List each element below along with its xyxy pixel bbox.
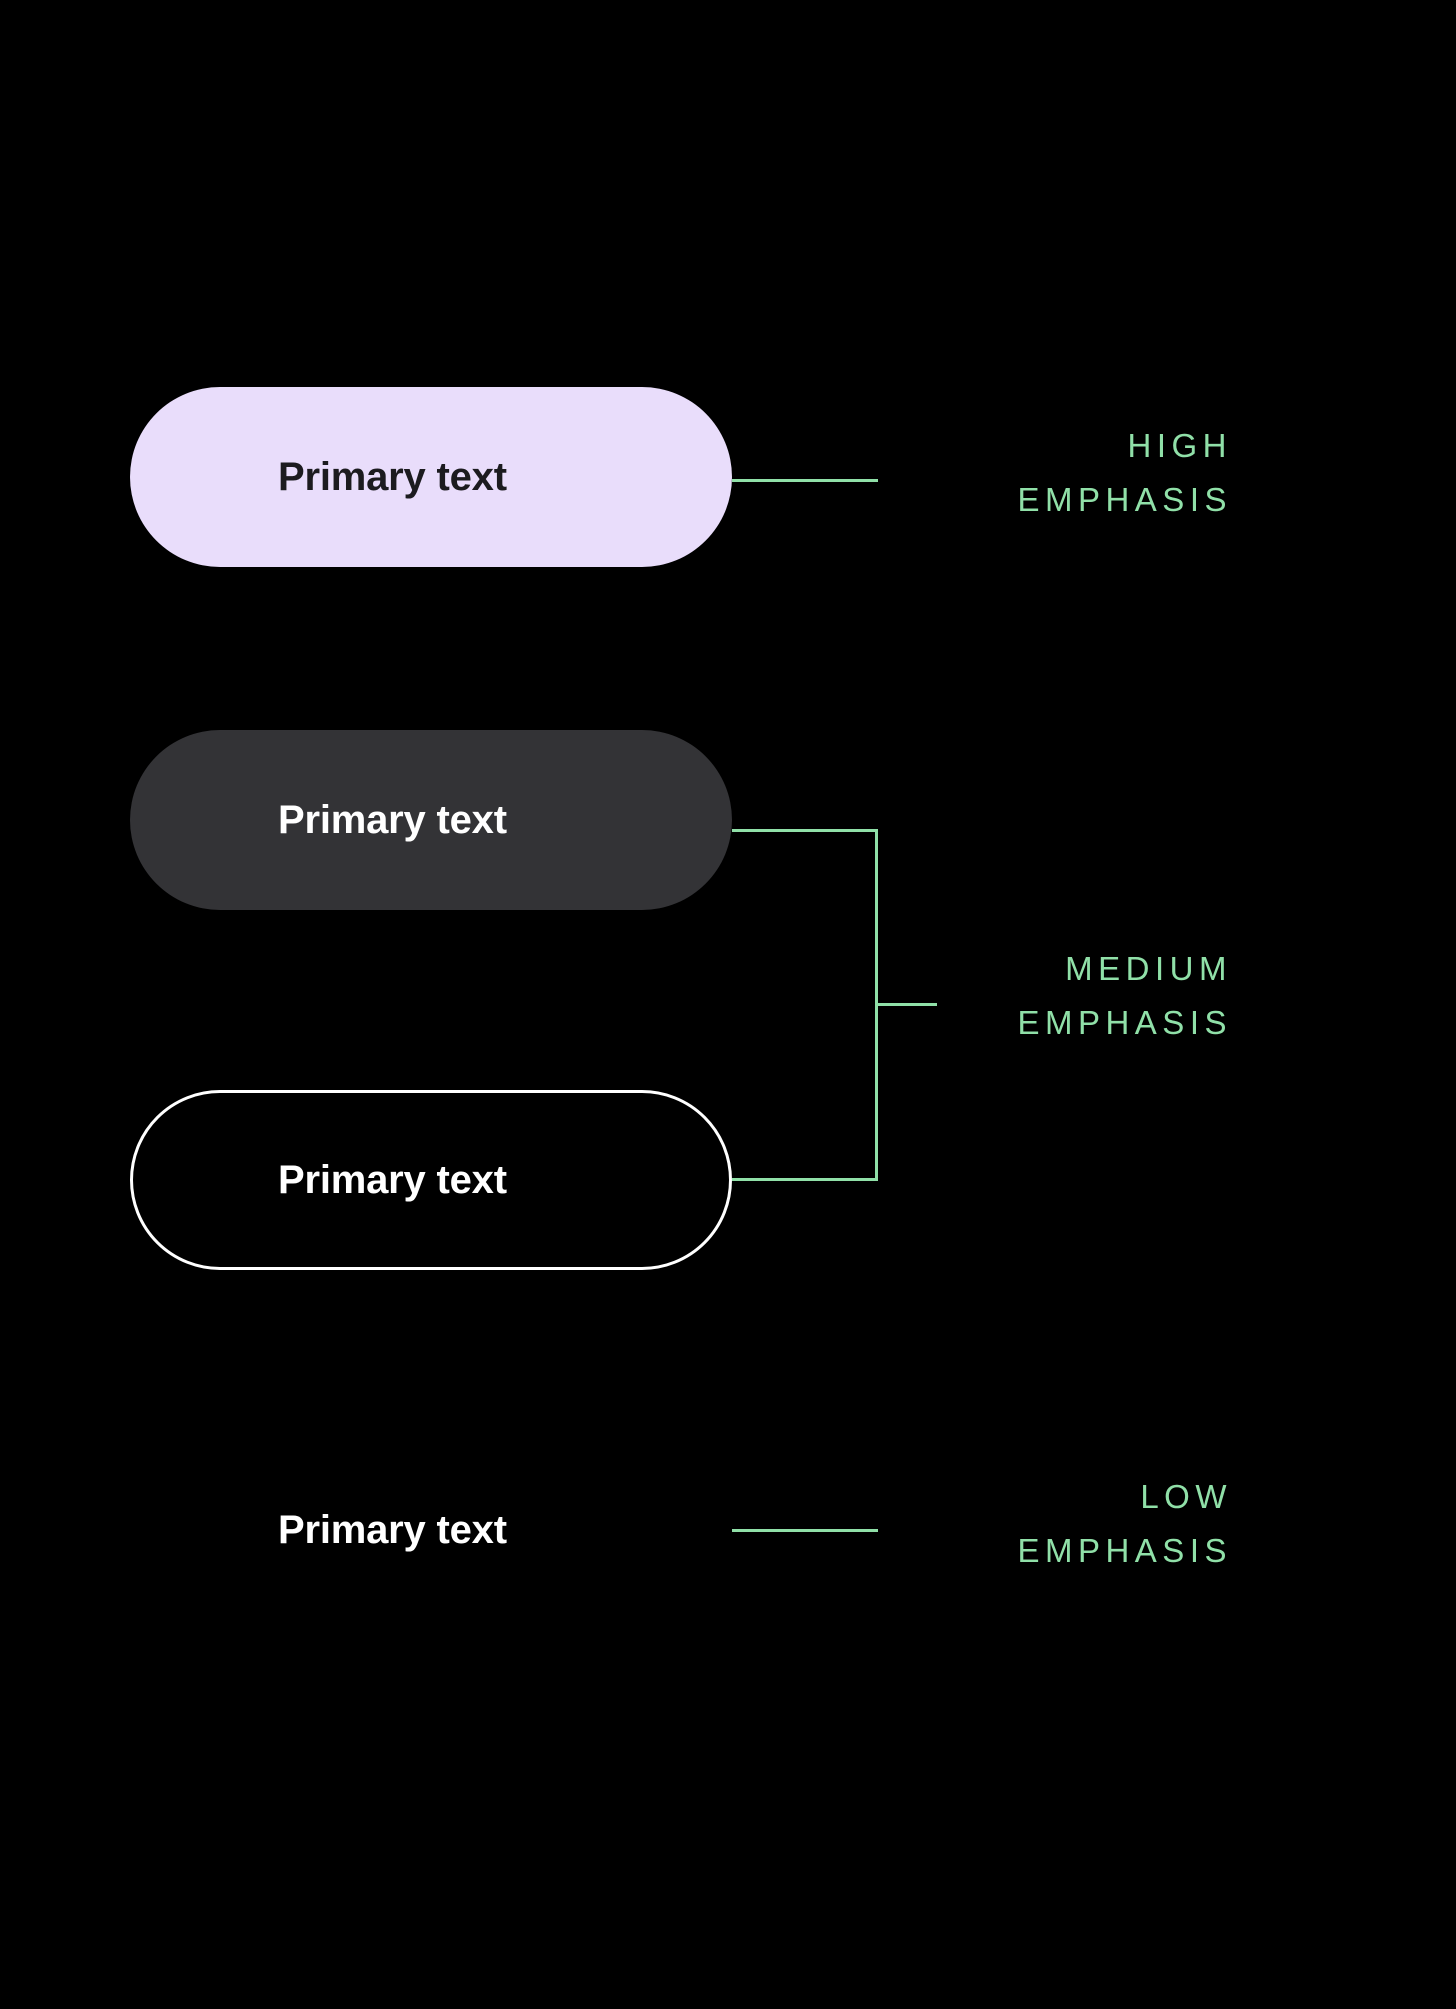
annotation-high-emphasis-line1: HIGH (1127, 427, 1232, 464)
connector-line-low-emphasis (732, 1529, 878, 1532)
button-label: Primary text (278, 454, 507, 499)
annotation-low-emphasis: LOW EMPHASIS (1017, 1470, 1232, 1579)
annotation-medium-emphasis-line1: MEDIUM (1065, 950, 1232, 987)
connector-line-medium-top (732, 829, 878, 832)
button-filled-high-emphasis[interactable]: Primary text (130, 387, 732, 567)
connector-line-high-emphasis (732, 479, 878, 482)
button-text-low-emphasis[interactable]: Primary text (130, 1440, 732, 1620)
annotation-high-emphasis-line2: EMPHASIS (1017, 481, 1232, 519)
button-tonal-medium-emphasis[interactable]: Primary text (130, 730, 732, 910)
annotation-medium-emphasis-line2: EMPHASIS (1017, 1004, 1232, 1042)
button-label: Primary text (278, 797, 507, 842)
annotation-low-emphasis-line1: LOW (1140, 1478, 1232, 1515)
button-label: Primary text (278, 1507, 507, 1552)
button-label: Primary text (278, 1157, 507, 1202)
connector-line-medium-stub (875, 1003, 937, 1006)
connector-line-medium-bottom (732, 1178, 878, 1181)
annotation-medium-emphasis: MEDIUM EMPHASIS (1017, 942, 1232, 1051)
annotation-low-emphasis-line2: EMPHASIS (1017, 1532, 1232, 1570)
annotation-high-emphasis: HIGH EMPHASIS (1017, 419, 1232, 528)
button-outlined-medium-emphasis[interactable]: Primary text (130, 1090, 732, 1270)
